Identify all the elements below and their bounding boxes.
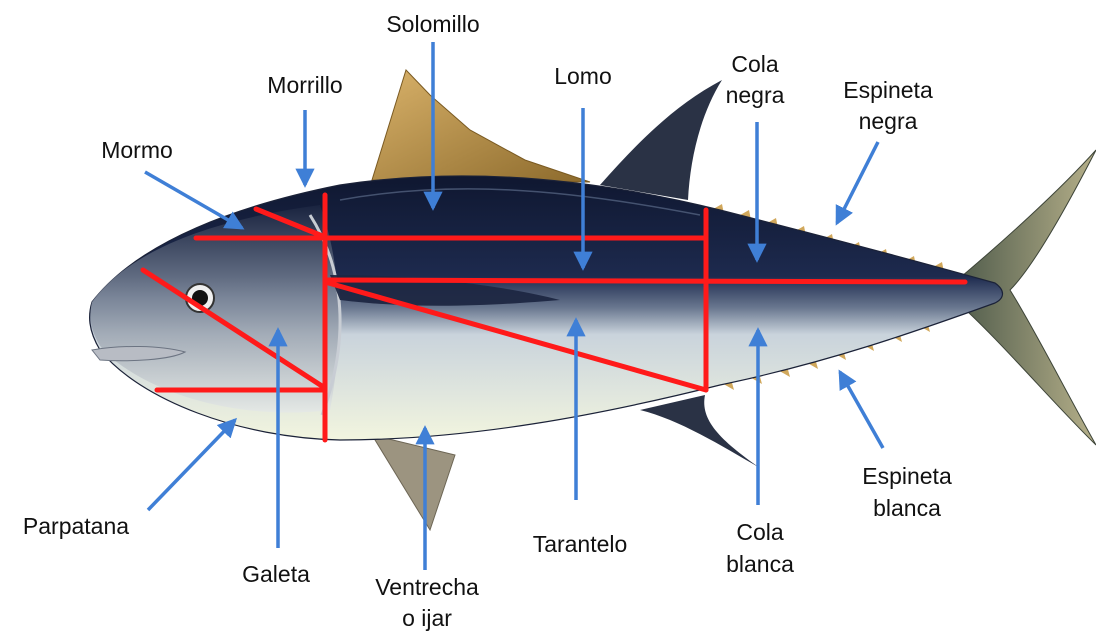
label-galeta: Galeta: [242, 561, 310, 587]
cut-line-midline: [325, 280, 965, 282]
label-ventrecha-line1: Ventrecha: [375, 574, 479, 600]
anal-fin: [640, 395, 760, 468]
pelvic-fin: [372, 435, 455, 530]
arrow-mormo: [145, 172, 242, 228]
label-espineta-blanca-line2: blanca: [873, 495, 941, 521]
arrow-espineta-blanca: [840, 372, 883, 448]
label-parpatana: Parpatana: [23, 513, 129, 539]
tuna-illustration: [90, 70, 1096, 530]
label-solomillo: Solomillo: [386, 11, 479, 37]
label-cola-negra-line1: Cola: [731, 51, 779, 77]
arrow-parpatana: [148, 420, 235, 510]
label-mormo: Mormo: [101, 137, 173, 163]
label-espineta-negra-line1: Espineta: [843, 77, 933, 103]
arrow-espineta-negra: [837, 142, 878, 223]
label-cola-blanca-line2: blanca: [726, 551, 794, 577]
label-espineta-negra-line2: negra: [859, 108, 918, 134]
label-lomo: Lomo: [554, 63, 612, 89]
label-ventrecha-line2: o ijar: [402, 605, 452, 631]
label-morrillo: Morrillo: [267, 72, 342, 98]
label-cola-blanca-line1: Cola: [736, 519, 784, 545]
label-tarantelo: Tarantelo: [533, 531, 628, 557]
label-espineta-blanca-line1: Espineta: [862, 463, 952, 489]
label-cola-negra-line2: negra: [726, 82, 785, 108]
second-dorsal-fin: [600, 80, 722, 200]
